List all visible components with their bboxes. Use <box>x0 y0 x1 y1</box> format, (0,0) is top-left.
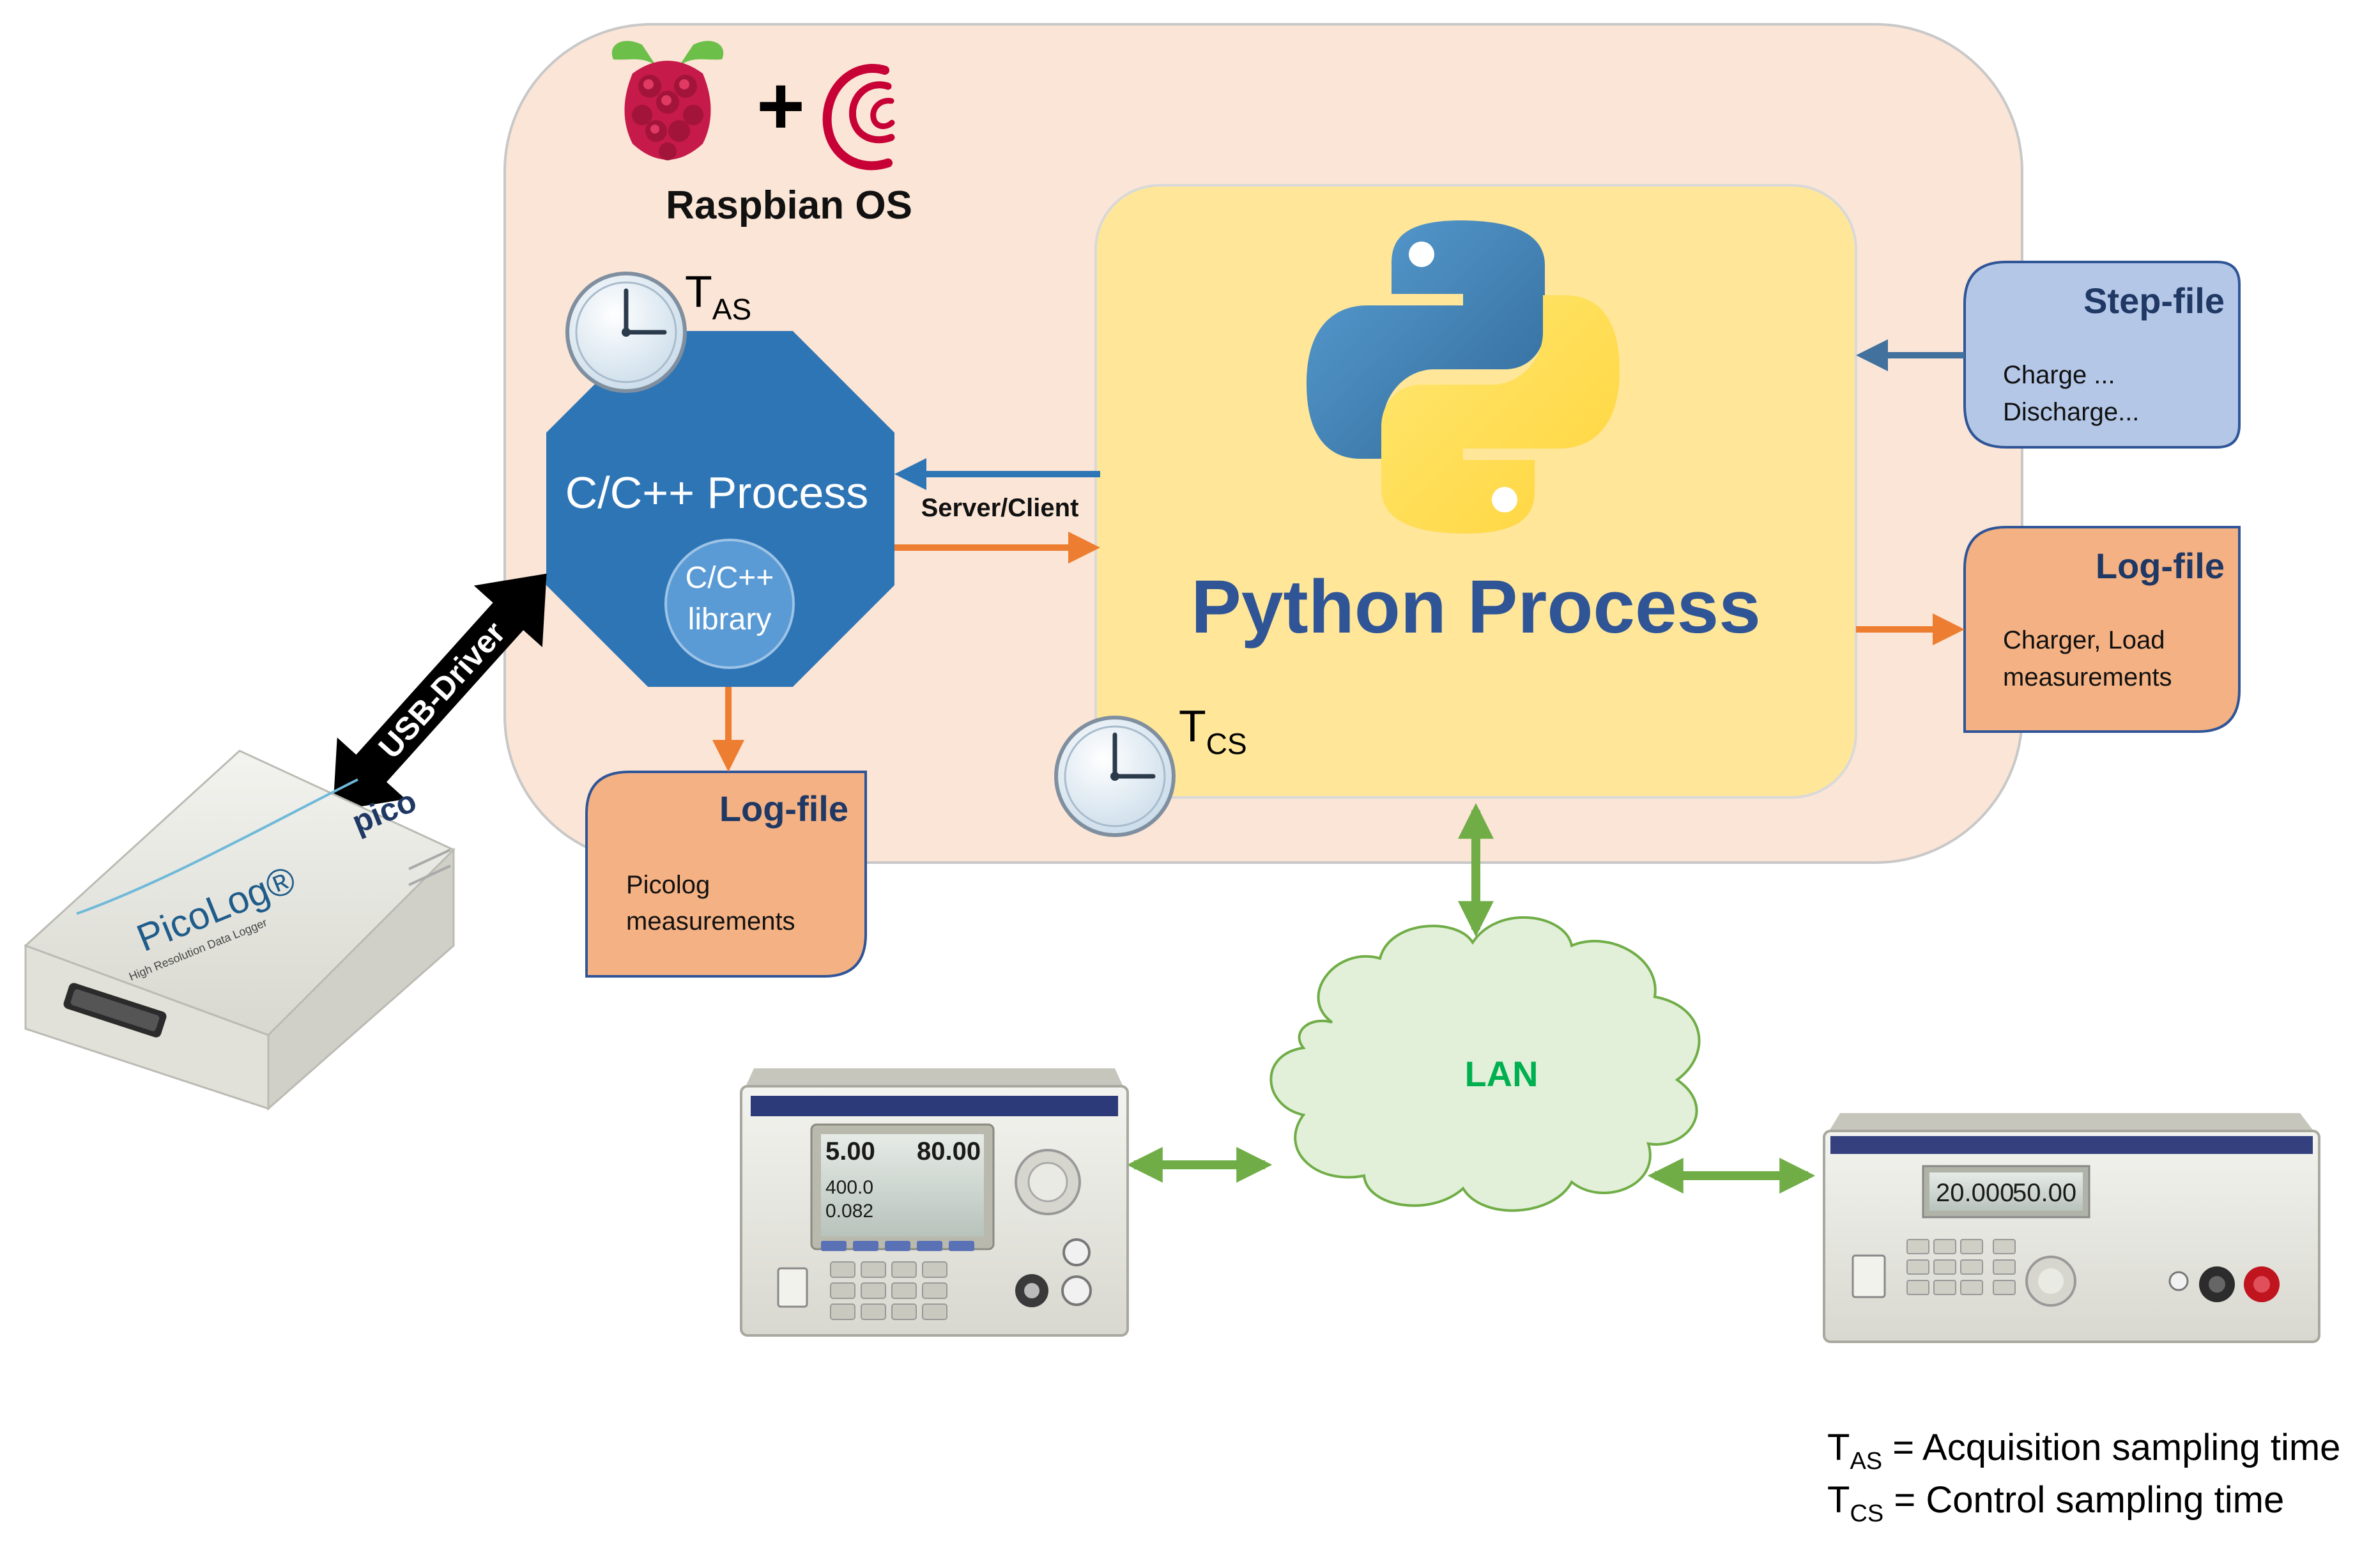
debian-logo <box>822 64 895 171</box>
cpp-library-line1: C/C++ <box>686 561 774 595</box>
legend-as: TAS = Acquisition sampling time <box>1827 1427 2340 1475</box>
step-file-box <box>1963 261 2241 449</box>
python-process-label: Python Process <box>1191 565 1761 649</box>
clock-label-cs: TCS <box>1179 701 1247 760</box>
lan-cloud: LAN <box>1269 916 1701 1212</box>
plus-sign: + <box>756 59 805 152</box>
raspbian-os-label: Raspbian OS <box>666 183 912 227</box>
log-file-python-line1: Charger, Load <box>2003 626 2165 654</box>
usb-driver-label: USB-Driver <box>372 615 512 765</box>
step-file-line1: Charge ... <box>2003 361 2115 389</box>
supply-display-left: 20.000 <box>1936 1179 2014 1207</box>
cpp-process-octagon <box>546 331 894 687</box>
load-display-left: 5.00 <box>825 1137 875 1165</box>
power-supply-instrument: 20.000 50.00 <box>1823 1113 2320 1343</box>
log-file-cpp-line2: measurements <box>626 907 795 935</box>
clock-label-as: TAS <box>685 266 751 326</box>
clock-icon-cs <box>1054 716 1176 837</box>
load-display-row3: 0.082 <box>825 1201 873 1222</box>
legend-cs: TCS = Control sampling time <box>1827 1479 2284 1527</box>
log-file-python-line2: measurements <box>2003 663 2172 691</box>
log-file-cpp-title: Log-file <box>719 788 848 829</box>
legend: TAS = Acquisition sampling time TCS = Co… <box>1827 1427 2340 1527</box>
electronic-load-instrument: 5.00 80.00 400.0 0.082 <box>740 1068 1129 1337</box>
server-client-label: Server/Client <box>921 494 1079 522</box>
supply-display-right: 50.00 <box>2013 1179 2076 1207</box>
log-file-cpp-line1: Picolog <box>626 871 710 899</box>
log-file-python-box <box>1963 526 2241 733</box>
cpp-process-label: C/C++ Process <box>565 468 869 518</box>
log-file-python-title: Log-file <box>2096 546 2225 586</box>
lan-label: LAN <box>1464 1054 1538 1094</box>
clock-icon-as <box>565 272 687 393</box>
python-logo <box>1307 220 1620 534</box>
step-file-title: Step-file <box>2083 281 2225 321</box>
log-file-cpp-box <box>585 771 867 978</box>
raspberry-pi-logo <box>611 40 724 160</box>
cpp-library-line2: library <box>688 603 772 636</box>
load-display-right: 80.00 <box>917 1137 981 1165</box>
picolog-device: pico PicoLog® High Resolution Data Logge… <box>24 749 456 1111</box>
step-file-line2: Discharge... <box>2003 398 2139 426</box>
load-display-row2: 400.0 <box>825 1177 873 1198</box>
cpp-library-circle <box>664 539 795 669</box>
